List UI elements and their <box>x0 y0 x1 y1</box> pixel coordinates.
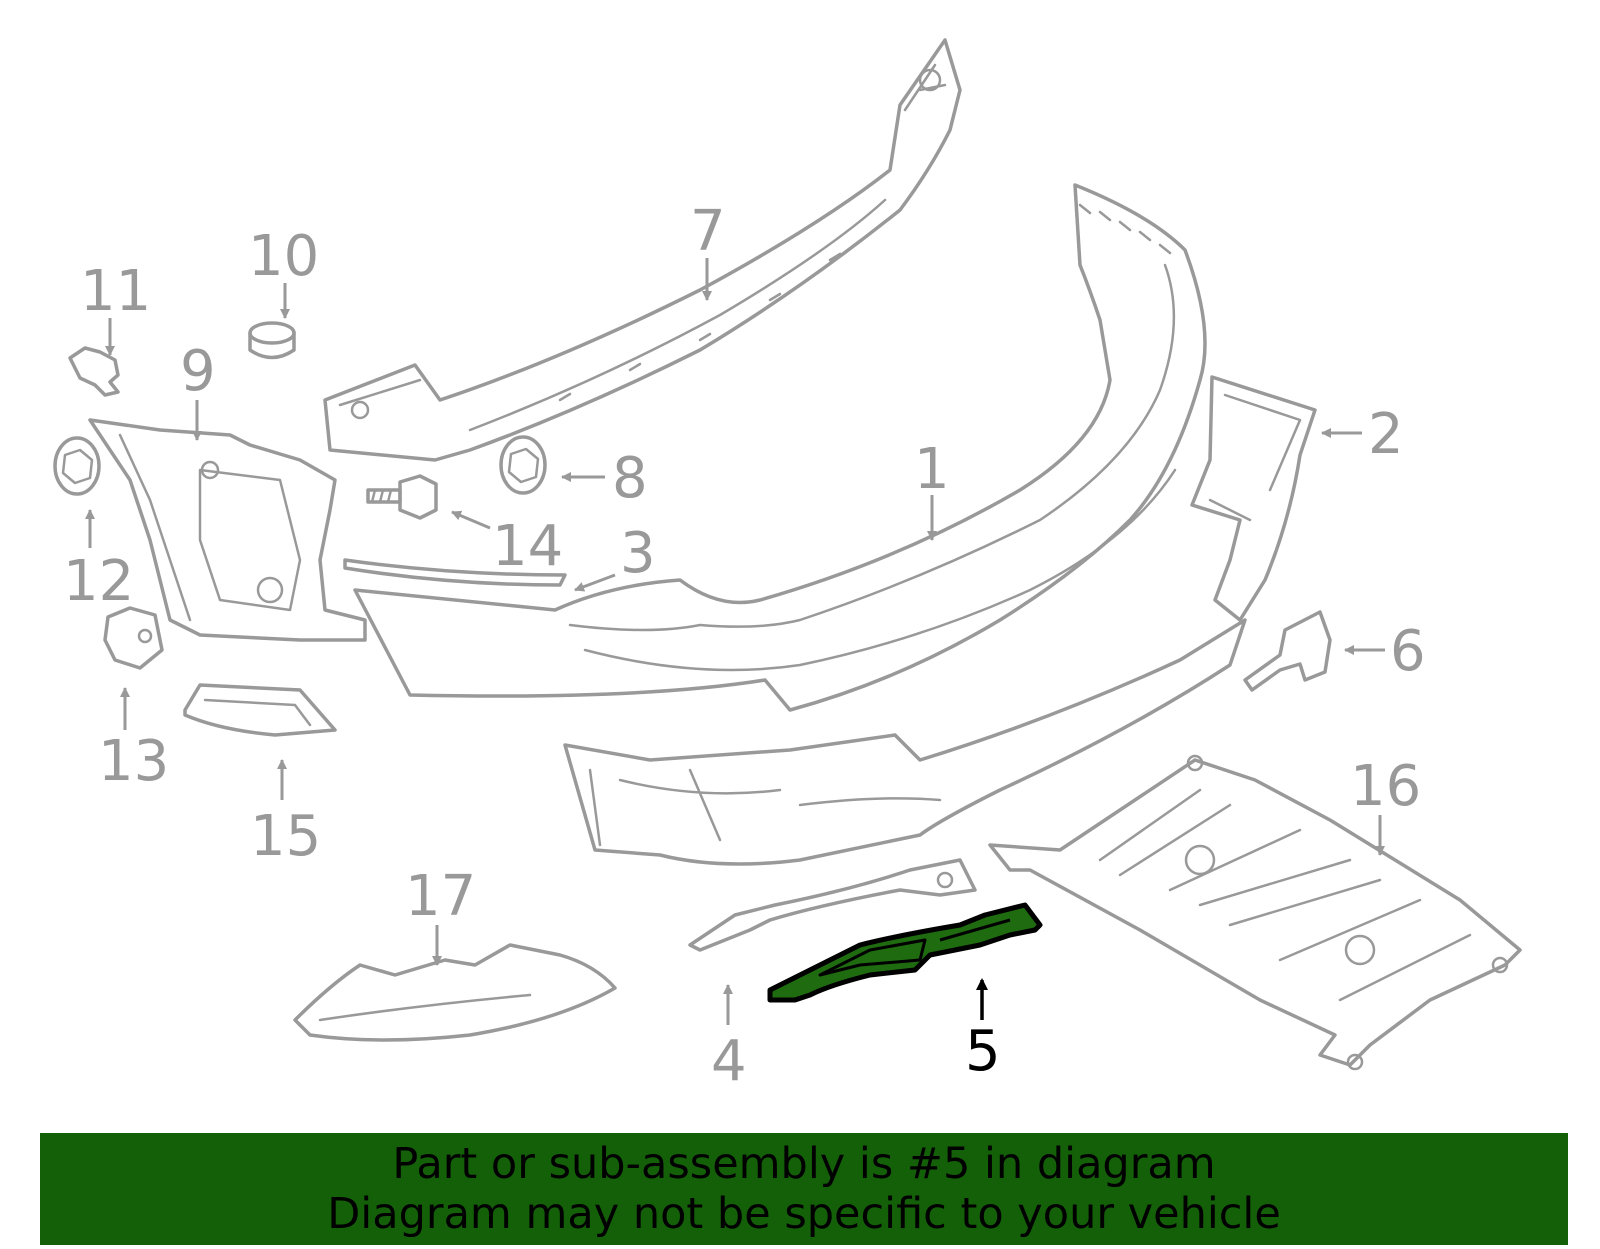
callout-14: 14 <box>492 514 563 579</box>
part-10-spacer <box>248 321 296 360</box>
part-2-corner-bracket <box>1190 375 1317 622</box>
callout-2: 2 <box>1368 402 1404 467</box>
callout-17: 17 <box>405 864 476 929</box>
callout-13: 13 <box>98 729 169 794</box>
banner-line-1: Part or sub-assembly is #5 in diagram <box>392 1139 1216 1189</box>
part-1-bumper-cover <box>353 183 1207 712</box>
part-13-block <box>103 606 164 670</box>
callout-8: 8 <box>612 446 648 511</box>
callout-16: 16 <box>1350 754 1421 819</box>
part-16-undertray <box>988 754 1522 1071</box>
part-3-trim-strip <box>343 558 567 587</box>
callout-15: 15 <box>250 804 321 869</box>
callout-10: 10 <box>248 224 319 289</box>
part-4-lower-trim <box>688 858 977 952</box>
callout-1: 1 <box>914 437 950 502</box>
callout-9: 9 <box>180 339 216 404</box>
part-8-nut <box>499 435 547 495</box>
banner-line-2: Diagram may not be specific to your vehi… <box>327 1189 1281 1239</box>
callout-4: 4 <box>711 1029 747 1094</box>
part-17-reflector <box>293 943 617 1042</box>
callout-7: 7 <box>690 199 726 264</box>
info-banner: Part or sub-assembly is #5 in diagram Di… <box>40 1133 1568 1245</box>
part-6-clip-bracket <box>1243 610 1332 692</box>
callout-5: 5 <box>965 1019 1001 1084</box>
lower-valance <box>563 618 1247 866</box>
part-9-mounting-bracket <box>88 418 367 642</box>
callout-6: 6 <box>1390 619 1426 684</box>
part-14-bolt <box>366 474 438 520</box>
part-11-push-clip <box>68 346 120 397</box>
callout-arrows <box>85 258 1385 1025</box>
callout-11: 11 <box>80 259 151 324</box>
part-12-nut <box>53 436 101 496</box>
part-7-reinforcement <box>323 38 962 462</box>
part-15-lower-bracket <box>183 683 337 737</box>
callout-12: 12 <box>63 549 134 614</box>
callout-3: 3 <box>620 521 656 586</box>
callout-labels: 1 2 3 4 5 6 7 8 9 10 11 12 13 14 15 16 1… <box>63 199 1426 1094</box>
part-5-highlighted-bracket <box>767 902 1043 1003</box>
